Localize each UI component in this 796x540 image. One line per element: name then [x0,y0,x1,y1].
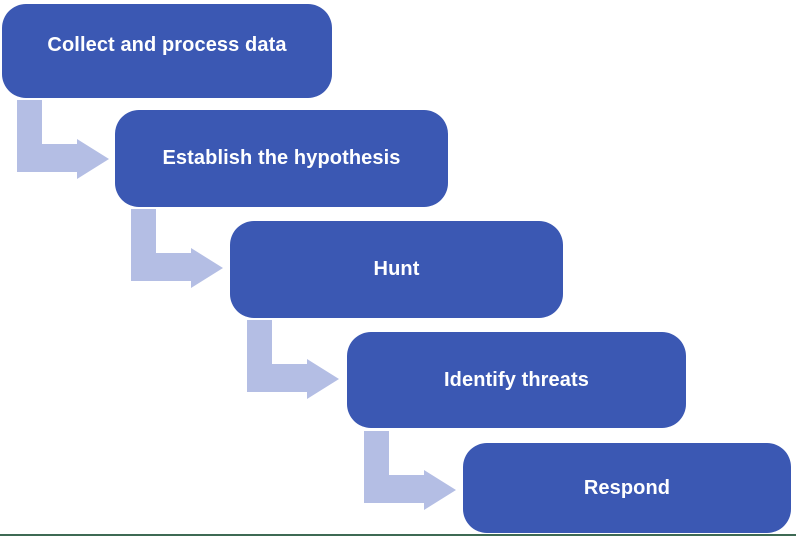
step-box-respond: Respond [463,443,791,533]
step-label-hunt: Hunt [373,258,420,280]
bottom-border-line [0,534,796,536]
elbow-arrow-2 [131,209,223,288]
step-label-hypothesis: Establish the hypothesis [162,147,401,169]
step-box-hypothesis: Establish the hypothesis [115,110,448,207]
elbow-arrow-4 [364,431,456,510]
elbow-arrow-3 [247,320,339,399]
step-box-identify-threats: Identify threats [347,332,686,428]
step-box-hunt: Hunt [230,221,563,318]
step-label-identify-threats: Identify threats [444,368,589,391]
step-label-respond: Respond [583,476,671,499]
step-label-collect: Collect and process data [47,33,287,56]
elbow-arrow-1 [17,100,109,179]
step-box-collect: Collect and process data [2,4,332,98]
